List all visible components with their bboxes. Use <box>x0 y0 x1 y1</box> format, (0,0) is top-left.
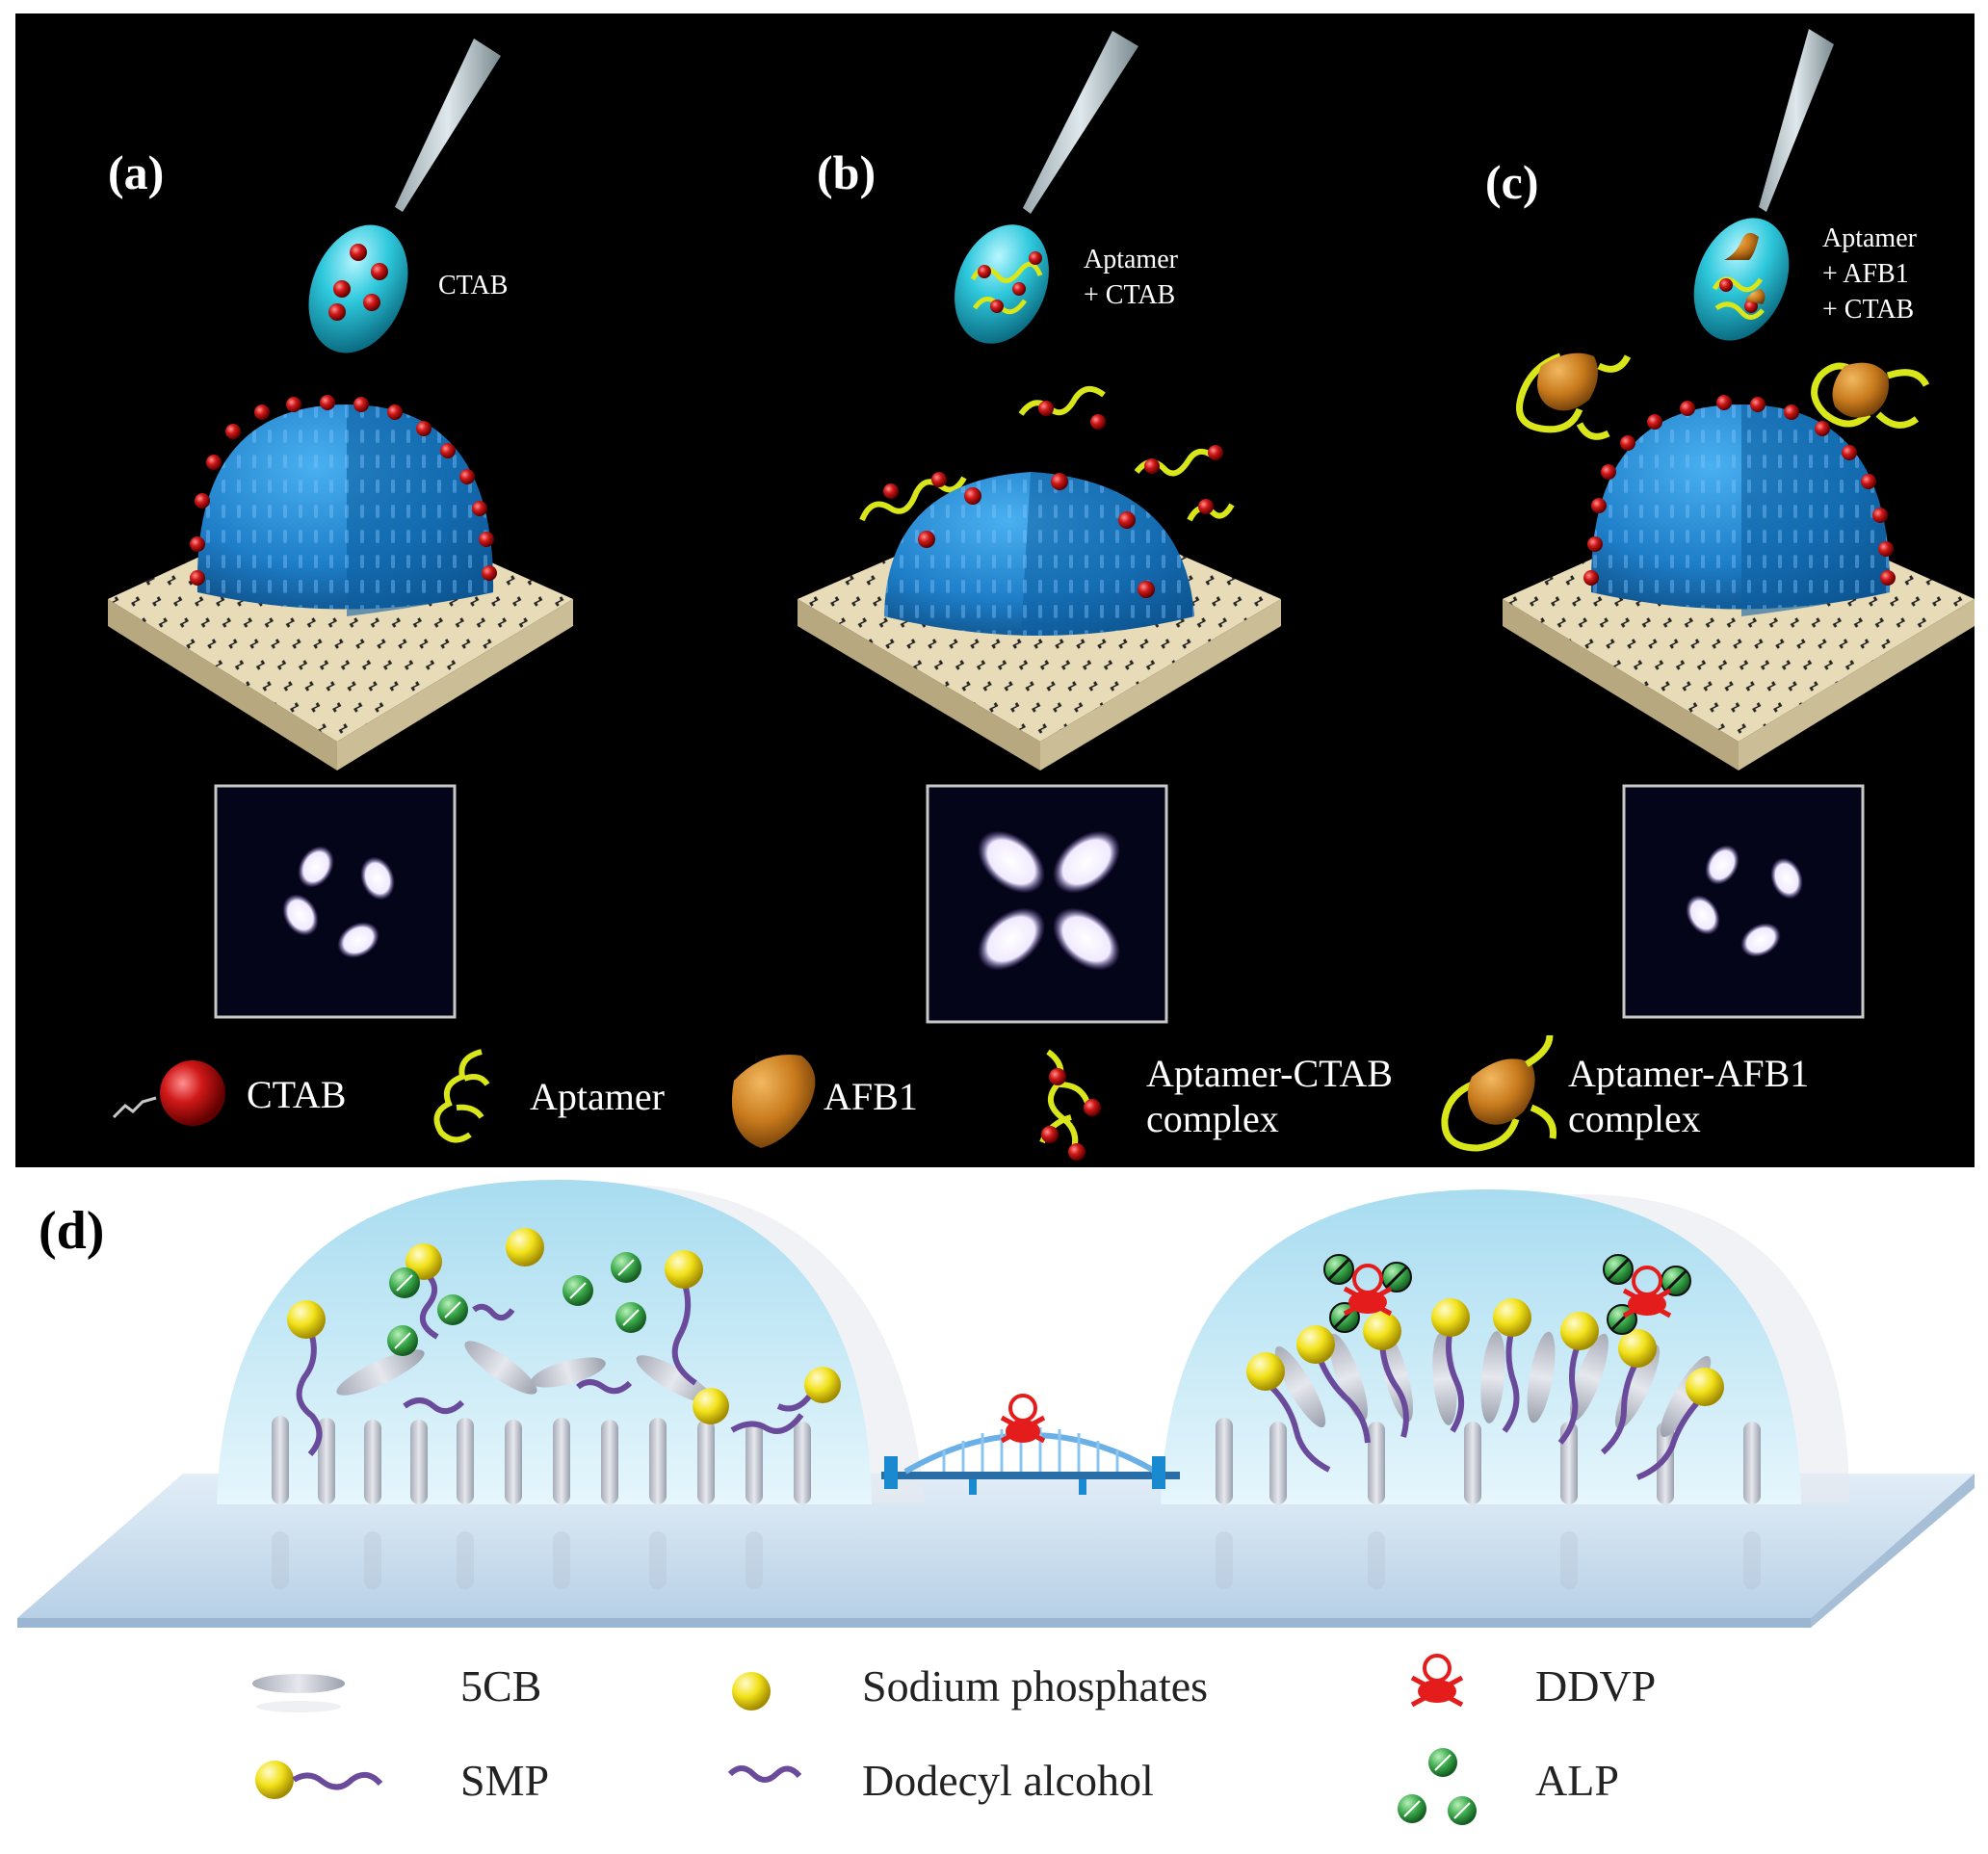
legend-sodium-phosphates-label: Sodium phosphates <box>862 1661 1208 1710</box>
legend-aptamer-afb1-line2: complex <box>1568 1097 1701 1140</box>
substrate-slab <box>17 1474 1975 1618</box>
pom-spots-a <box>282 846 395 958</box>
pipette-tip-icon <box>1023 31 1138 214</box>
legend-ctab-label: CTAB <box>247 1073 346 1116</box>
right-5cb-rods <box>1216 1331 1761 1504</box>
droplet-label-b-line1: Aptamer <box>1084 245 1179 274</box>
pom-image-c <box>1622 784 1865 1019</box>
ctab-molecules-in-droplet <box>328 244 388 321</box>
ctab-on-dome-c <box>1583 395 1896 586</box>
alp-ddvp-complex <box>1323 1254 1691 1335</box>
legend-aptamer-afb1-line1: Aptamer-AFB1 <box>1568 1052 1809 1095</box>
legend-ddvp-label: DDVP <box>1535 1661 1656 1710</box>
aptamer-ctab-in-droplet <box>970 251 1043 315</box>
panel-b: (b) Aptamer + CTAB <box>798 31 1281 1024</box>
droplet-icon <box>308 224 408 353</box>
pipette-tip-icon <box>1759 29 1834 212</box>
ctab-on-dome-b <box>918 473 1155 598</box>
alp-icon <box>1398 1748 1477 1825</box>
panel-a-label: (a) <box>108 145 164 199</box>
left-dome-molecules <box>287 1228 841 1457</box>
legend-top: CTAB Aptamer AFB1 Aptamer-CTAB complex A… <box>112 1034 1809 1161</box>
pom-image-b <box>926 784 1168 1024</box>
droplet-label-c-line2: + AFB1 <box>1822 259 1909 289</box>
droplet-label-c-line3: + CTAB <box>1822 295 1914 325</box>
aptamer-icon <box>433 1049 490 1143</box>
legend-aptamer-ctab-line1: Aptamer-CTAB <box>1146 1052 1393 1095</box>
panel-b-label: (b) <box>817 145 876 199</box>
aptamer-afb1-complex-icon <box>1441 1034 1557 1152</box>
aptamer-ctab-complex-floating <box>859 386 1235 522</box>
legend-dodecyl-alcohol-label: Dodecyl alcohol <box>862 1756 1154 1805</box>
pipette-tip-icon <box>395 39 501 212</box>
panel-d-label: (d) <box>39 1201 104 1261</box>
aptamer-afb1-complex-floating <box>1516 353 1930 440</box>
pom-spots-c <box>1686 845 1803 957</box>
droplet-label-a: CTAB <box>438 271 508 300</box>
panel-c: (c) Aptamer + AFB1 + CTAB <box>1485 29 1975 1019</box>
right-dome-smp-layer <box>1246 1298 1724 1480</box>
afb1-icon <box>731 1055 816 1148</box>
legend-5cb-label: 5CB <box>460 1661 541 1710</box>
ddvp-icon <box>1410 1654 1464 1708</box>
ctab-on-dome-a <box>190 395 497 586</box>
droplet-label-b-line2: + CTAB <box>1084 280 1175 310</box>
aptamer-afb1-in-droplet <box>1712 232 1766 320</box>
slab-reflections <box>272 1531 1761 1589</box>
left-5cb-rods <box>272 1341 811 1504</box>
ctab-icon <box>112 1096 157 1119</box>
legend-smp-label: SMP <box>460 1756 549 1805</box>
panel-c-label: (c) <box>1485 155 1539 209</box>
legend-aptamer-label: Aptamer <box>530 1075 665 1118</box>
dodecyl-alcohol-icon <box>727 1765 802 1783</box>
ddvp-on-bridge <box>1000 1394 1046 1444</box>
droplet-label-c-line1: Aptamer <box>1822 223 1918 253</box>
panel-a: (a) CTAB <box>108 39 573 1019</box>
droplet-icon <box>955 224 1049 344</box>
panel-d: (d) <box>17 1180 1975 1628</box>
legend-bottom: 5CB Sodium phosphates DDVP SMP Dodecyl a… <box>252 1654 1656 1825</box>
pom-image-a <box>214 784 457 1019</box>
legend-aptamer-ctab-line2: complex <box>1146 1097 1279 1140</box>
legend-afb1-label: AFB1 <box>824 1075 918 1118</box>
5cb-icon <box>252 1674 345 1693</box>
pom-cross-b <box>978 830 1120 971</box>
sodium-phosphate-icon <box>732 1672 771 1710</box>
smp-icon <box>255 1761 383 1799</box>
legend-alp-label: ALP <box>1535 1756 1619 1805</box>
aptamer-ctab-complex-icon <box>1039 1049 1101 1161</box>
